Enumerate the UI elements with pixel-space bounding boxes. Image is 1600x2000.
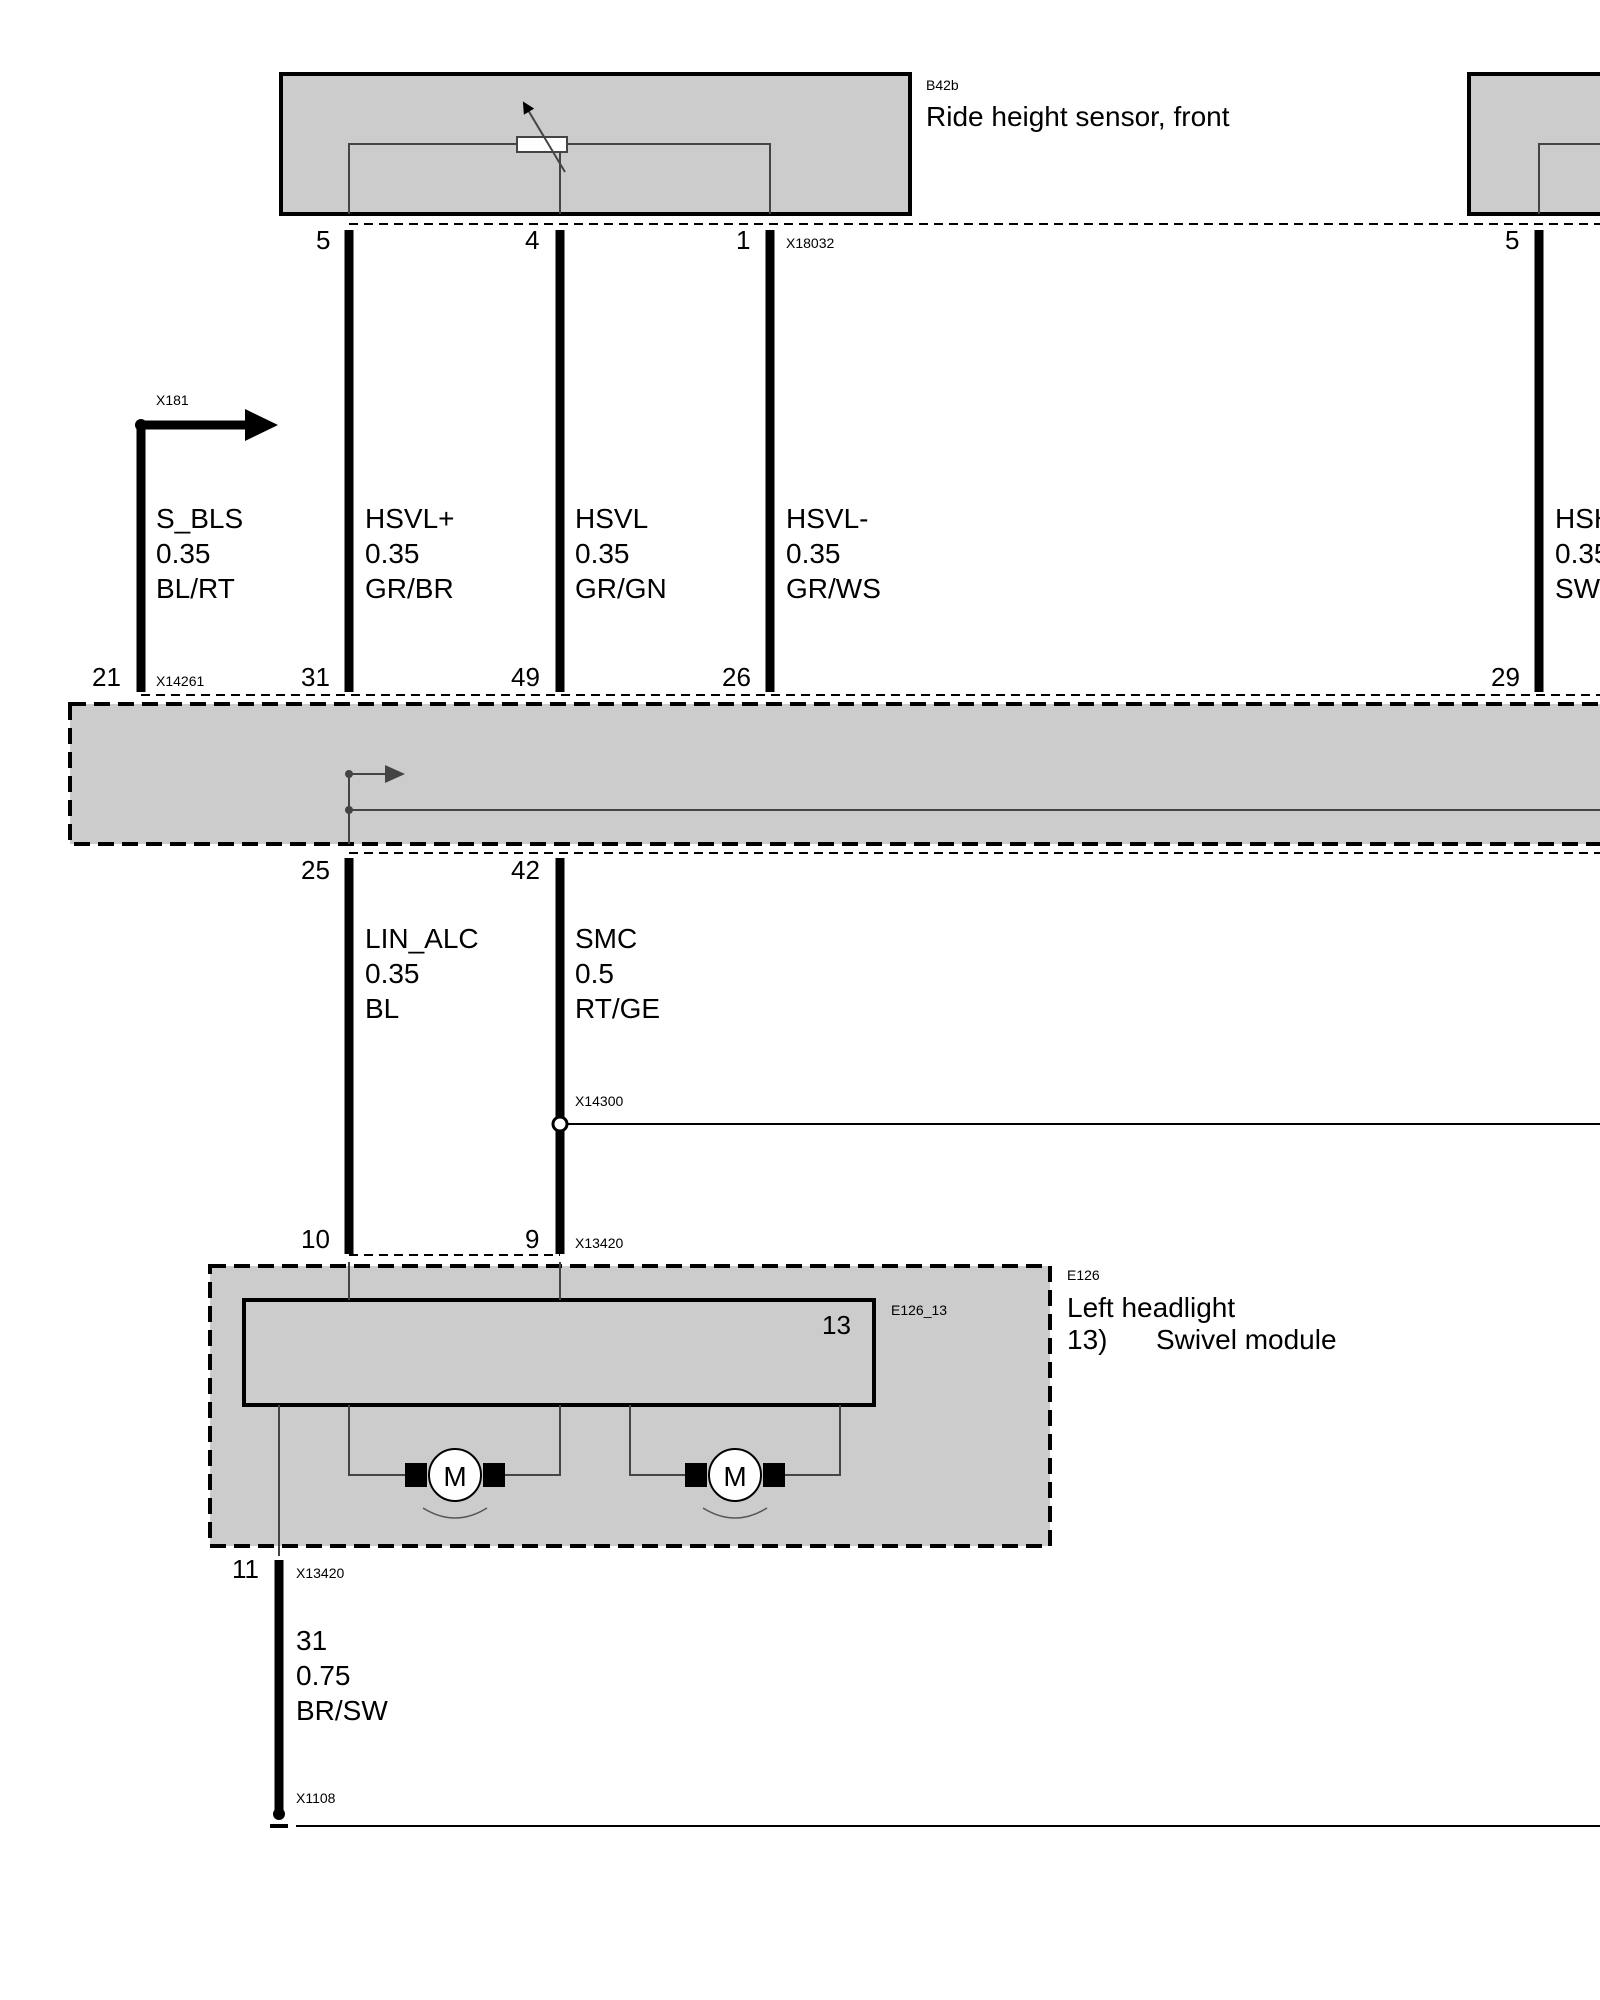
connector-x14300: X14300 (575, 1093, 623, 1109)
svg-text:0.35: 0.35 (1555, 538, 1600, 569)
cu-pin-21: 21 (92, 662, 121, 692)
svg-text:0.35: 0.35 (365, 958, 420, 989)
lower-wires (344, 858, 1600, 1254)
cu-pin-26: 26 (722, 662, 751, 692)
motor-icon (428, 1448, 482, 1502)
motor-label: M (723, 1461, 746, 1492)
svg-text:BL/RT: BL/RT (156, 573, 235, 604)
swivel-label: Swivel module (1156, 1324, 1337, 1355)
svg-text:RT/GE: RT/GE (575, 993, 660, 1024)
wire-label-lin-alc: LIN_ALC 0.35 BL (365, 923, 479, 1024)
swivel-module-number: 13 (822, 1310, 851, 1340)
wire-label-s-bls: S_BLS 0.35 BL/RT (156, 503, 243, 604)
signal-arrow-icon (385, 765, 405, 783)
svg-text:0.75: 0.75 (296, 1660, 351, 1691)
svg-text:HSVL-: HSVL- (786, 503, 868, 534)
wire-label-hsvl-minus: HSVL- 0.35 GR/WS (786, 503, 881, 604)
svg-text:GR/GN: GR/GN (575, 573, 667, 604)
right-sensor-partial (1467, 72, 1600, 216)
cu-pin-25: 25 (301, 855, 330, 885)
svg-text:0.35: 0.35 (786, 538, 841, 569)
connector-x181: X181 (156, 392, 189, 408)
svg-text:SMC: SMC (575, 923, 637, 954)
motor-label: M (443, 1461, 466, 1492)
svg-text:HSVL: HSVL (575, 503, 648, 534)
svg-text:0.5: 0.5 (575, 958, 614, 989)
cu-pin-42: 42 (511, 855, 540, 885)
upper-wires (135, 230, 1544, 692)
swivel-ref: 13) (1067, 1324, 1107, 1355)
svg-text:0.35: 0.35 (575, 538, 630, 569)
wire-label-hsvl: HSVL 0.35 GR/GN (575, 503, 667, 604)
headlight-connector-top: X13420 (575, 1235, 623, 1251)
headlight-pin-11: 11 (232, 1554, 259, 1584)
left-headlight: M M (208, 1262, 1052, 1556)
ride-height-sensor (279, 72, 912, 216)
arrow-icon (245, 409, 278, 441)
sensor-pin-4: 4 (525, 225, 539, 255)
motor-icon (708, 1448, 762, 1502)
svg-text:31: 31 (296, 1625, 327, 1656)
headlight-label: Left headlight (1067, 1292, 1235, 1323)
wire-label-smc: SMC 0.5 RT/GE (575, 923, 660, 1024)
sensor-pin-5: 5 (316, 225, 330, 255)
svg-text:0.35: 0.35 (365, 538, 420, 569)
sensor-id: B42b (926, 77, 959, 93)
wire-label-hsh: HSH 0.35 SW/ (1555, 503, 1600, 604)
cu-pin-49: 49 (511, 662, 540, 692)
svg-text:HSVL+: HSVL+ (365, 503, 455, 534)
headlight-pin-10: 10 (301, 1224, 330, 1254)
cu-connector: X14261 (156, 673, 204, 689)
swivel-module-id: E126_13 (891, 1302, 947, 1318)
svg-text:HSH: HSH (1555, 503, 1600, 534)
cu-pin-31: 31 (301, 662, 330, 692)
svg-text:SW/: SW/ (1555, 573, 1600, 604)
headlight-connector-bottom: X13420 (296, 1565, 344, 1581)
cu-pin-29: 29 (1491, 662, 1520, 692)
svg-text:GR/BR: GR/BR (365, 573, 454, 604)
potentiometer-icon (516, 136, 568, 153)
svg-text:0.35: 0.35 (156, 538, 211, 569)
headlight-id: E126 (1067, 1267, 1100, 1283)
right-sensor-pin-5: 5 (1505, 225, 1519, 255)
sensor-label: Ride height sensor, front (926, 101, 1230, 132)
svg-text:BR/SW: BR/SW (296, 1695, 388, 1726)
svg-text:LIN_ALC: LIN_ALC (365, 923, 479, 954)
sensor-pin-1: 1 (736, 225, 750, 255)
control-unit (68, 702, 1600, 846)
sensor-connector: X18032 (786, 235, 834, 251)
svg-text:GR/WS: GR/WS (786, 573, 881, 604)
svg-text:BL: BL (365, 993, 399, 1024)
swivel-module (242, 1298, 876, 1407)
connector-x1108: X1108 (296, 1790, 336, 1806)
headlight-pin-9: 9 (525, 1224, 539, 1254)
wire-label-31: 31 0.75 BR/SW (296, 1625, 388, 1726)
svg-text:S_BLS: S_BLS (156, 503, 243, 534)
ground-wire (270, 1560, 1600, 1828)
wire-label-hsvl-plus: HSVL+ 0.35 GR/BR (365, 503, 455, 604)
